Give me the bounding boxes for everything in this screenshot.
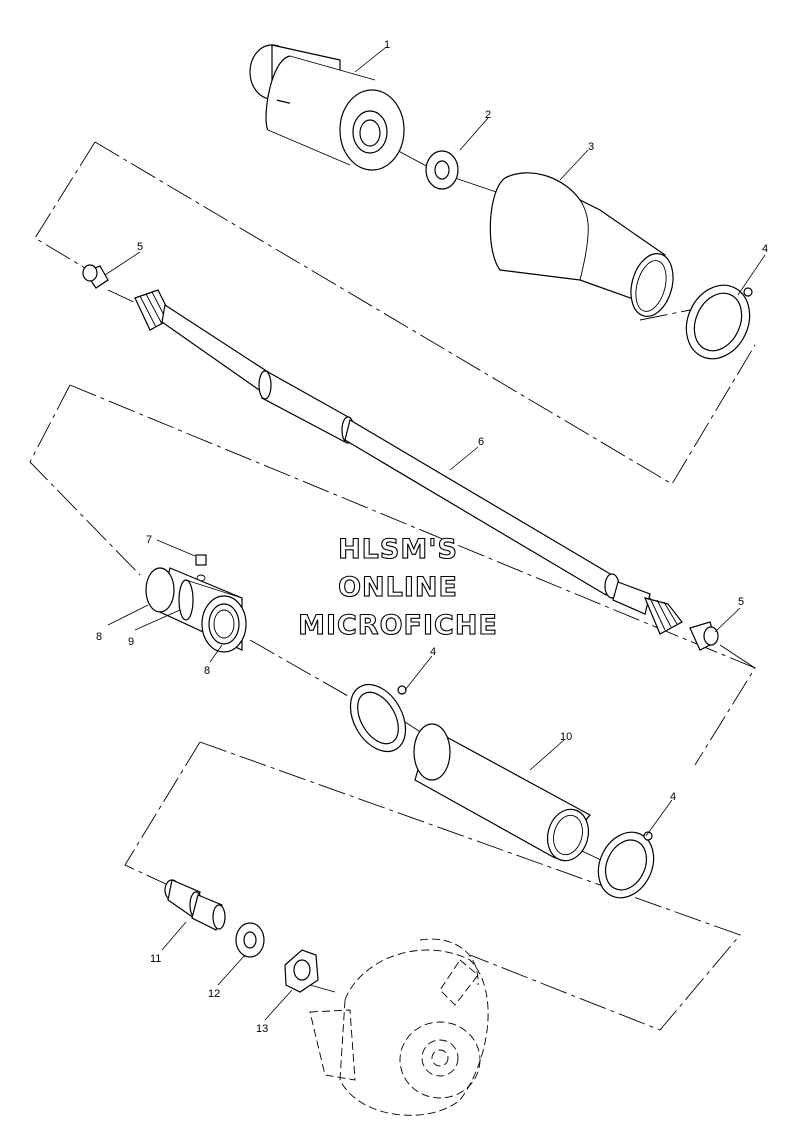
- watermark: HLSM'S ONLINE MICROFICHE: [298, 533, 498, 641]
- callout-9: 9: [128, 636, 134, 648]
- callout-3: 3: [588, 141, 594, 153]
- callout-1: 1: [384, 39, 390, 51]
- part-7-set-screw: [195, 554, 207, 582]
- callout-labels: 1 2 3 4 5 6 7 8 9 8 5 4 10 4 11 12 13: [96, 39, 768, 1035]
- part-2-washer: [425, 150, 459, 190]
- callout-5-lower: 5: [738, 596, 744, 608]
- part-4-hose-clamp-upper: [685, 284, 753, 360]
- part-13-gasket: [284, 949, 319, 993]
- watermark-line-2: ONLINE: [338, 572, 458, 603]
- callout-4-middle: 4: [430, 646, 436, 658]
- part-3-boot: [489, 172, 674, 317]
- callout-8-left: 8: [96, 631, 102, 643]
- part-5-plug-lower: [689, 621, 719, 651]
- part-4-hose-clamp-middle: [349, 683, 407, 753]
- callout-5-upper: 5: [137, 241, 143, 253]
- part-11-fitting: [164, 879, 226, 931]
- watermark-line-1: HLSM'S: [338, 534, 458, 565]
- assembly-guide-lines: [29, 139, 756, 1031]
- callout-10: 10: [560, 731, 572, 743]
- callout-13: 13: [256, 1023, 268, 1035]
- phantom-mounting-housing: [309, 938, 489, 1116]
- part-12-washer: [235, 922, 265, 958]
- part-10-tube: [413, 723, 591, 862]
- watermark-line-3: MICROFICHE: [298, 610, 498, 641]
- callout-12: 12: [208, 988, 220, 1000]
- callout-11: 11: [150, 953, 161, 965]
- callout-leader-lines: [104, 47, 766, 1021]
- part-1-bearing-housing: [249, 44, 405, 171]
- callout-4-upper: 4: [762, 243, 768, 255]
- part-5-plug-upper: [82, 264, 109, 289]
- callout-2: 2: [485, 109, 491, 121]
- callout-7: 7: [146, 534, 152, 546]
- callout-4-lower: 4: [670, 791, 676, 803]
- callout-8-right: 8: [204, 665, 210, 677]
- part-6-drive-shaft: [134, 289, 683, 635]
- callout-6: 6: [478, 436, 484, 448]
- part-4-hose-clamp-lower: [597, 831, 655, 899]
- part-8-bearing-front: [201, 595, 247, 653]
